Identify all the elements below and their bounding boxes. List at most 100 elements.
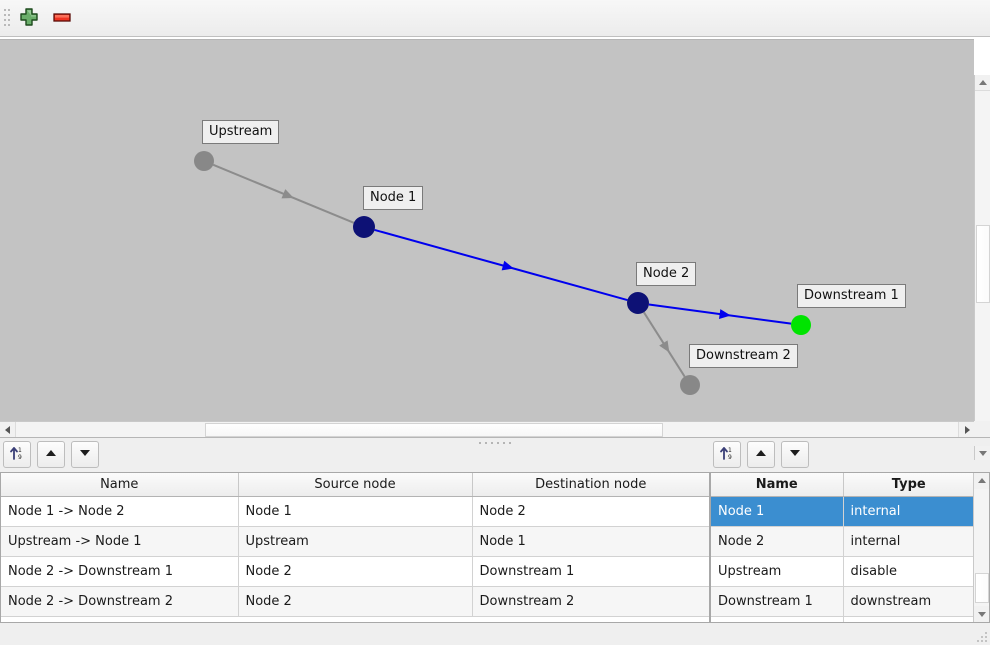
edges-col-source[interactable]: Source node <box>238 473 473 497</box>
edges-cell-source[interactable]: Node 2 <box>238 586 473 617</box>
edges-move-up-button[interactable] <box>37 441 65 468</box>
toolbar-drag-handle[interactable] <box>4 9 10 29</box>
edges-cell-name[interactable]: Node 2 -> Downstream 2 <box>1 586 239 617</box>
triangle-down-icon <box>787 447 803 462</box>
vertical-scroll-thumb[interactable] <box>976 225 990 303</box>
scroll-left-button[interactable] <box>0 422 16 438</box>
edges-cell-destination[interactable]: Downstream 2 <box>472 586 709 617</box>
nodes-table-empty-row <box>711 616 973 622</box>
graph-node-label-downstream1[interactable]: Downstream 1 <box>797 284 906 308</box>
edges-cell-destination[interactable]: Node 2 <box>472 496 709 527</box>
nodes-move-down-button[interactable] <box>781 441 809 468</box>
canvas-vertical-scrollbar[interactable] <box>974 75 990 460</box>
triangle-up-icon <box>753 447 769 462</box>
graph-node-label-node1[interactable]: Node 1 <box>363 186 424 210</box>
graph-node-label-downstream2[interactable]: Downstream 2 <box>689 344 798 368</box>
edges-col-name[interactable]: Name <box>1 473 239 497</box>
chevron-up-icon <box>978 478 986 483</box>
edges-cell-name[interactable]: Upstream -> Node 1 <box>1 526 239 557</box>
nodes-cell-name[interactable]: Upstream <box>711 556 844 587</box>
add-button[interactable] <box>14 5 44 31</box>
chevron-up-icon <box>979 79 987 85</box>
edges-move-down-button[interactable] <box>71 441 99 468</box>
scroll-right-button[interactable] <box>958 422 974 438</box>
edges-sort-button[interactable]: 1 9 <box>3 441 31 468</box>
window-resize-grip[interactable] <box>974 629 987 642</box>
nodes-scroll-up-button[interactable] <box>974 473 989 489</box>
status-footer <box>0 623 990 645</box>
splitter-grip <box>479 442 511 445</box>
nodes-scroll-down-button[interactable] <box>974 606 989 622</box>
main-toolbar <box>0 0 990 37</box>
edges-cell-source[interactable]: Node 2 <box>238 556 473 587</box>
edges-table-empty-row <box>1 616 709 622</box>
nodes-empty-cell <box>843 616 973 622</box>
scrollbar-corner <box>974 421 990 437</box>
chevron-left-icon <box>4 426 10 434</box>
nodes-cell-name[interactable]: Downstream 1 <box>711 586 844 617</box>
nodes-cell-type[interactable]: internal <box>843 526 973 557</box>
nodes-scroll-thumb[interactable] <box>975 573 989 603</box>
edges-table[interactable]: Name Source node Destination node Node 1… <box>0 472 710 623</box>
minus-icon <box>50 12 74 31</box>
nodes-col-name[interactable]: Name <box>711 473 844 497</box>
edges-empty-cell <box>472 616 709 622</box>
triangle-down-icon <box>77 447 93 462</box>
nodes-cell-type[interactable]: downstream <box>843 586 973 617</box>
graph-svg <box>194 151 811 395</box>
nodes-panel-toolbar: 1 9 <box>710 441 990 471</box>
chevron-right-icon <box>964 426 970 434</box>
chevron-down-icon <box>979 450 987 456</box>
triangle-up-icon <box>43 447 59 462</box>
svg-text:9: 9 <box>728 454 732 461</box>
edges-cell-name[interactable]: Node 2 -> Downstream 1 <box>1 556 239 587</box>
edges-grid: Name Source node Destination node Node 1… <box>1 473 709 622</box>
nodes-cell-type[interactable]: disable <box>843 556 973 587</box>
sort-ascending-icon: 1 9 <box>717 447 737 465</box>
svg-text:1: 1 <box>18 447 22 454</box>
plus-icon <box>18 7 40 31</box>
graph-node-label-node2[interactable]: Node 2 <box>636 262 697 286</box>
edges-empty-cell <box>1 616 238 622</box>
nodes-cell-name[interactable]: Node 1 <box>711 496 844 527</box>
nodes-col-type[interactable]: Type <box>843 473 973 497</box>
delete-button[interactable] <box>47 5 77 31</box>
edges-header-row: Name Source node Destination node <box>1 473 709 497</box>
horizontal-scroll-thumb[interactable] <box>205 423 663 437</box>
nodes-empty-cell <box>711 616 844 622</box>
edges-cell-source[interactable]: Node 1 <box>238 496 473 527</box>
svg-text:9: 9 <box>18 454 22 461</box>
edges-panel-toolbar: 1 9 <box>0 441 710 471</box>
nodes-move-up-button[interactable] <box>747 441 775 468</box>
scroll-up-button[interactable] <box>975 75 990 91</box>
nodes-cell-name[interactable]: Node 2 <box>711 526 844 557</box>
nodes-sort-button[interactable]: 1 9 <box>713 441 741 468</box>
edges-cell-name[interactable]: Node 1 -> Node 2 <box>1 496 239 527</box>
edges-cell-source[interactable]: Upstream <box>238 526 473 557</box>
edges-empty-cell <box>238 616 472 622</box>
nodes-table-scrollbar[interactable] <box>973 473 989 622</box>
nodes-cell-type[interactable]: internal <box>843 496 973 527</box>
graph-node-label-upstream[interactable]: Upstream <box>202 120 280 144</box>
sort-ascending-icon: 1 9 <box>7 447 27 465</box>
horizontal-splitter[interactable] <box>0 437 990 446</box>
edges-col-destination[interactable]: Destination node <box>472 473 709 497</box>
canvas-horizontal-scrollbar[interactable] <box>0 421 974 438</box>
chevron-down-icon <box>978 612 986 617</box>
edges-cell-destination[interactable]: Downstream 1 <box>472 556 709 587</box>
edges-cell-destination[interactable]: Node 1 <box>472 526 709 557</box>
svg-text:1: 1 <box>728 447 732 454</box>
